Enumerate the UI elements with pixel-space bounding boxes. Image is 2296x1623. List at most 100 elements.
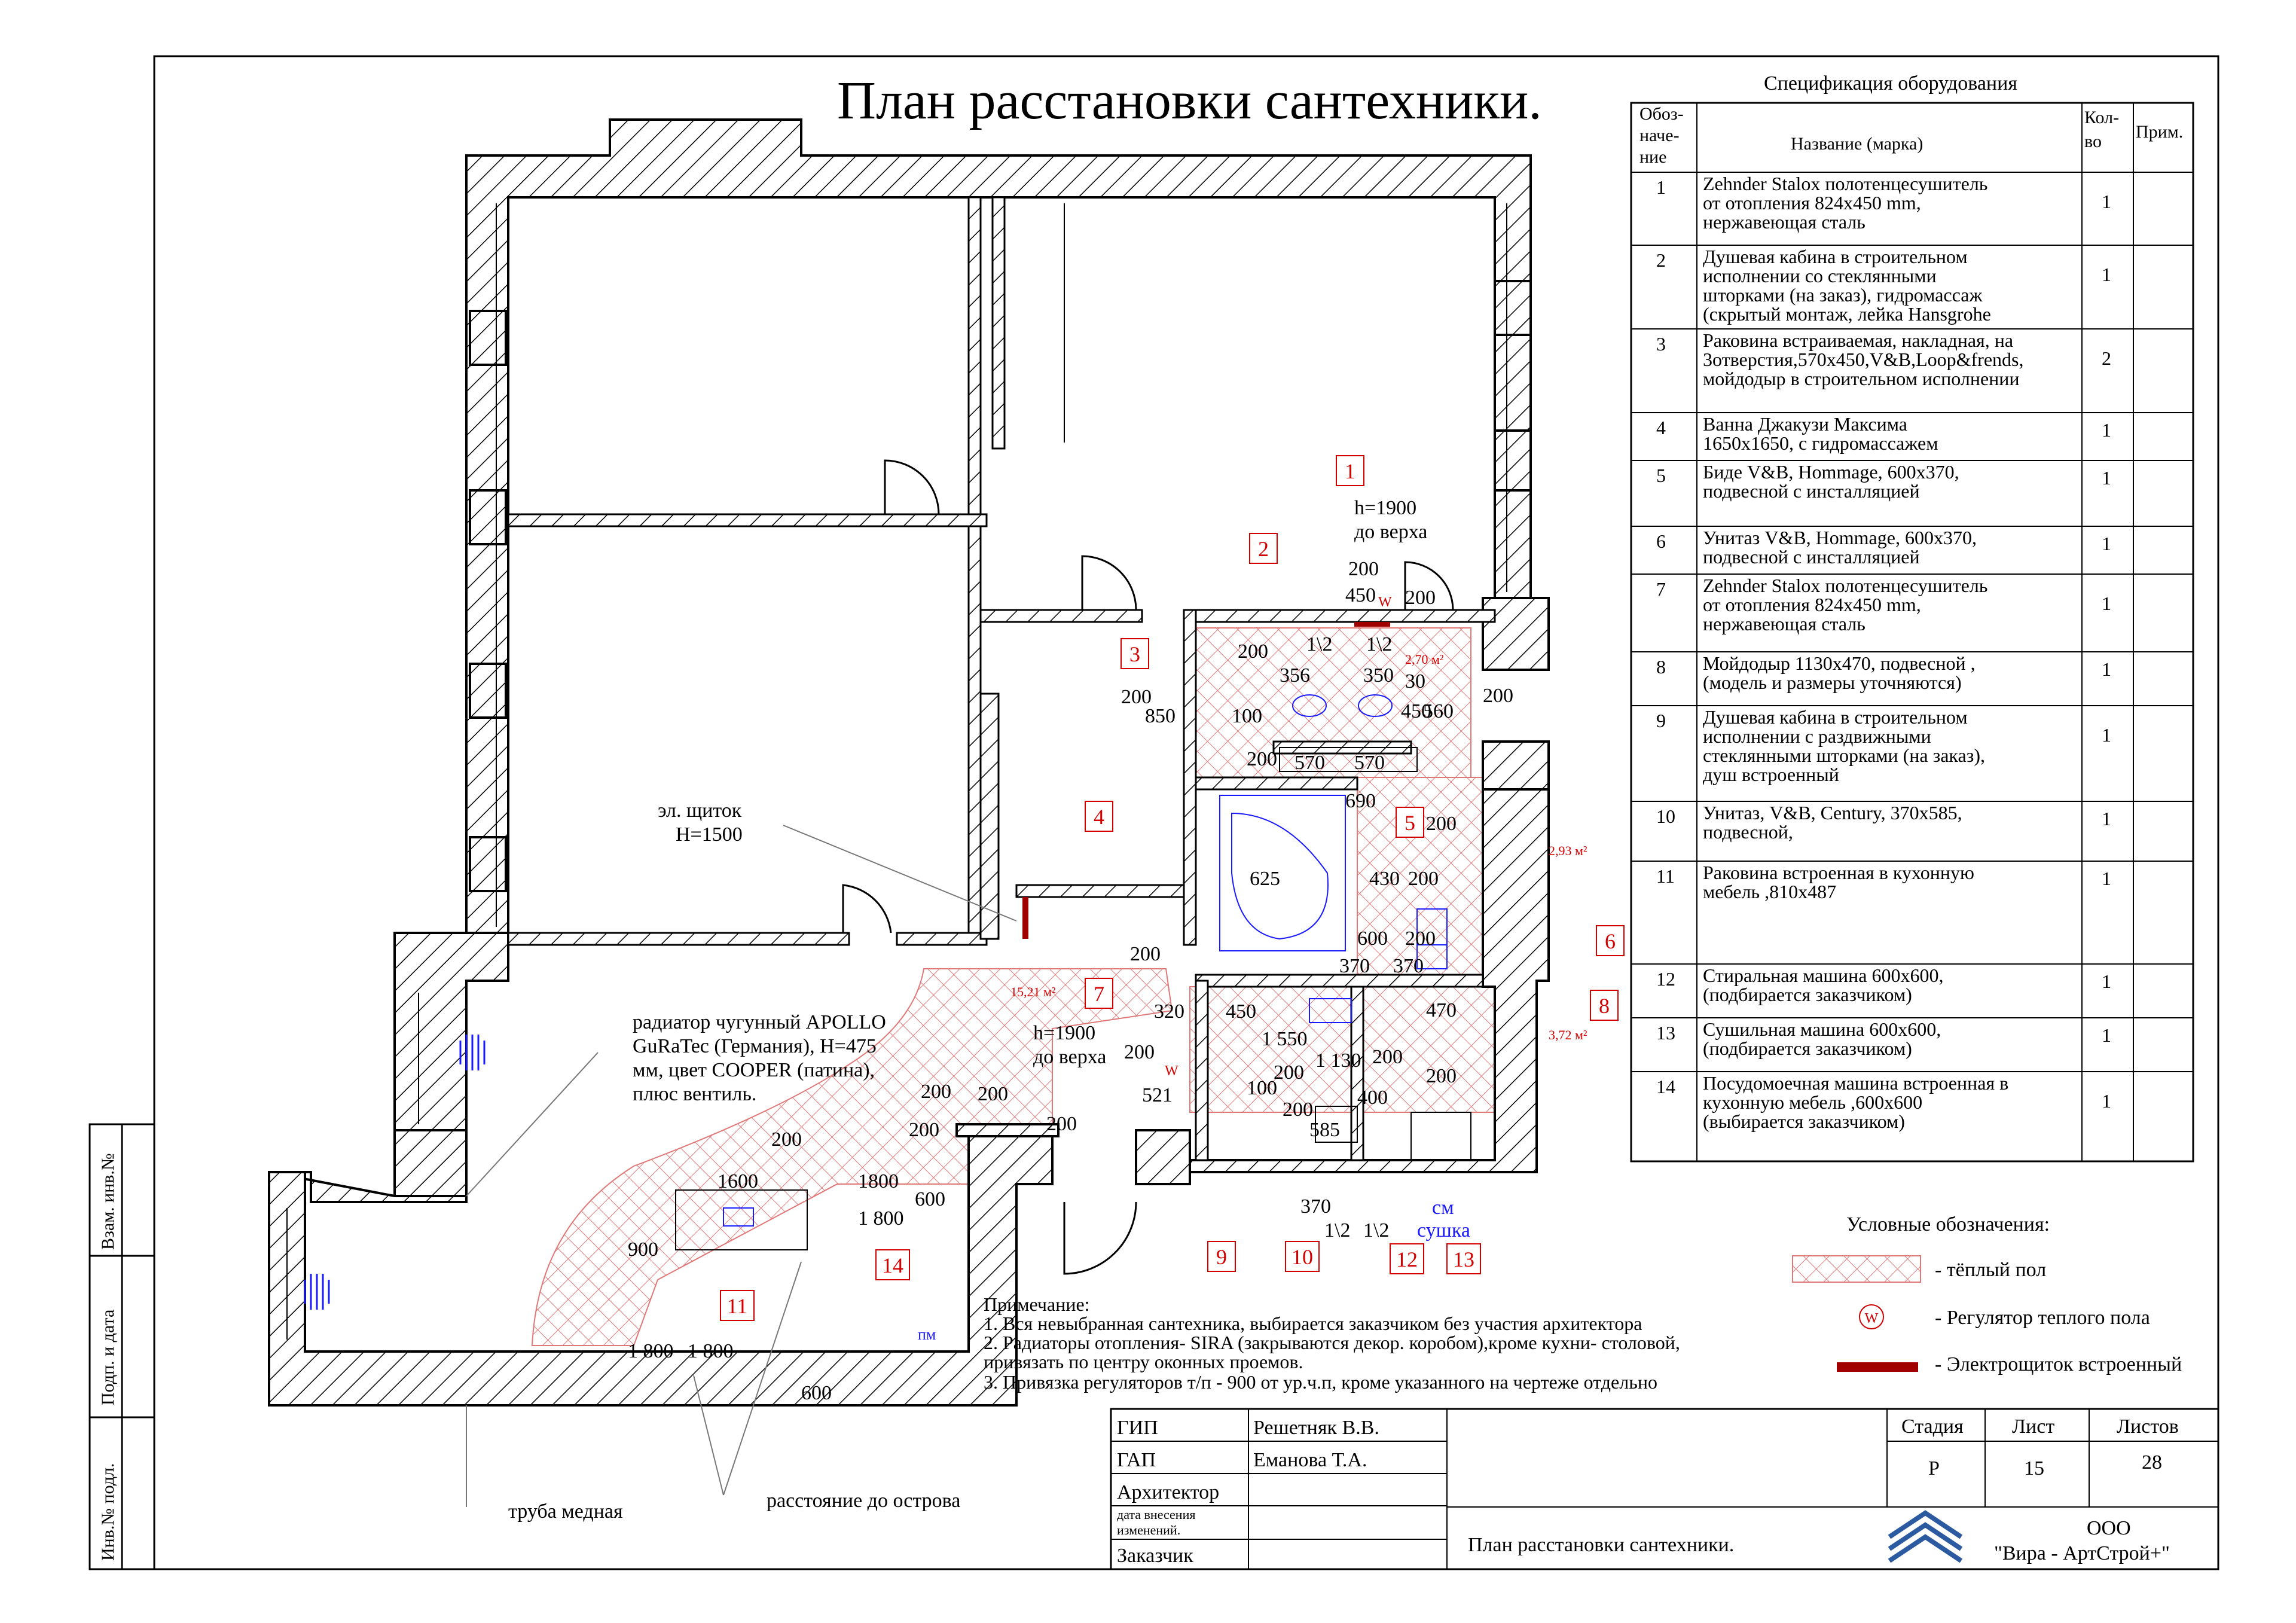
spec-row-name: мебель ,810х487 — [1703, 881, 1836, 902]
svg-text:200: 200 — [1426, 1065, 1457, 1087]
svg-text:200: 200 — [1124, 1041, 1155, 1063]
spec-row-name: Унитаз, V&B, Century, 370х585, — [1703, 802, 1962, 823]
spec-row-qty: 1 — [2102, 658, 2111, 680]
regulator-w-icon — [1859, 1304, 1884, 1329]
spec-row-qty: 1 — [2102, 593, 2111, 614]
svg-text:Н=1500: Н=1500 — [676, 823, 743, 846]
svg-text:Взам. инв.№: Взам. инв.№ — [98, 1153, 118, 1250]
svg-text:"Вира - АртСтрой+": "Вира - АртСтрой+" — [1994, 1542, 2170, 1564]
svg-text:370: 370 — [1393, 955, 1424, 977]
svg-text:470: 470 — [1426, 999, 1457, 1021]
spec-row-name: кухонную мебель ,600х600 — [1703, 1091, 1922, 1113]
svg-text:пм: пм — [918, 1326, 936, 1343]
svg-text:30: 30 — [1405, 670, 1425, 692]
svg-text:Р: Р — [1928, 1457, 1940, 1479]
svg-text:- Электрощиток встроенный: - Электрощиток встроенный — [1935, 1353, 2182, 1375]
spec-row-number: 6 — [1656, 530, 1666, 552]
spec-row-name: нержавеющая сталь — [1703, 613, 1866, 634]
spec-row-name: Раковина встроенная в кухонную — [1703, 862, 1974, 883]
svg-text:GuRaTec (Германия), Н=475: GuRaTec (Германия), Н=475 — [633, 1035, 877, 1057]
spec-row-name: Раковина встраиваемая, накладная, на — [1703, 330, 2013, 351]
svg-text:привязать по центру оконных пр: привязать по центру оконных проемов. — [984, 1351, 1303, 1372]
svg-text:6: 6 — [1605, 929, 1616, 953]
svg-text:W: W — [1378, 594, 1392, 610]
svg-text:1 550: 1 550 — [1262, 1028, 1308, 1050]
svg-text:Кол-: Кол- — [2084, 108, 2119, 127]
spec-row-name: душ встроенный — [1703, 764, 1839, 785]
svg-text:h=1900: h=1900 — [1354, 497, 1416, 519]
svg-text:13: 13 — [1453, 1247, 1474, 1271]
svg-text:200: 200 — [1348, 558, 1379, 580]
fixtures — [675, 694, 1471, 1250]
svg-text:560: 560 — [1423, 700, 1454, 722]
floor-plan: 1 2 3 4 5 6 7 8 9 10 11 12 13 14 2,70 м²… — [268, 118, 1625, 1523]
svg-text:Обоз-: Обоз- — [1639, 104, 1684, 124]
svg-text:8: 8 — [1599, 994, 1610, 1018]
spec-row-name: мойдодыр в строительном исполнении — [1703, 368, 2020, 389]
svg-text:Инв.№ подл.: Инв.№ подл. — [98, 1463, 118, 1561]
svg-text:1800: 1800 — [858, 1170, 899, 1192]
company-logo-icon — [1888, 1510, 1963, 1563]
svg-text:Листов: Листов — [2117, 1415, 2179, 1438]
spec-row-name: Душевая кабина в строительном — [1703, 246, 1968, 267]
svg-text:200: 200 — [1426, 813, 1457, 835]
svg-text:до верха: до верха — [1354, 521, 1427, 543]
svg-text:см: см — [1432, 1197, 1454, 1219]
spec-header: Обоз- наче- ние Название (марка) Кол- во… — [1639, 104, 2183, 167]
svg-text:1\2: 1\2 — [1306, 633, 1332, 655]
svg-text:400: 400 — [1357, 1087, 1388, 1109]
electric-panels — [1022, 622, 1390, 939]
area-labels: 2,70 м² 2,93 м² 15,21 м² 3,72 м² — [1010, 652, 1587, 1042]
svg-text:Лист: Лист — [2012, 1415, 2054, 1438]
spec-row-name: Сушильная машина 600х600, — [1703, 1018, 1941, 1040]
svg-text:850: 850 — [1145, 705, 1176, 727]
spec-row-number: 9 — [1656, 710, 1666, 731]
spec-row-name: (подбирается заказчиком) — [1703, 1038, 1912, 1059]
spec-row-name: стеклянными шторками (на заказ), — [1703, 745, 1985, 766]
doors — [842, 459, 1454, 1275]
svg-text:W: W — [1865, 1311, 1879, 1326]
spec-row-number: 1 — [1656, 176, 1666, 198]
svg-text:430: 430 — [1369, 868, 1400, 890]
spec-row-number: 2 — [1656, 249, 1666, 271]
svg-text:радиатор чугунный APOLLO: радиатор чугунный APOLLO — [633, 1011, 886, 1033]
walls — [268, 118, 1550, 1407]
svg-text:450: 450 — [1226, 1000, 1256, 1023]
svg-text:370: 370 — [1300, 1195, 1331, 1218]
svg-text:200: 200 — [909, 1119, 939, 1141]
svg-text:585: 585 — [1309, 1119, 1340, 1141]
spec-row-name: подвесной, — [1703, 821, 1793, 843]
spec-row-number: 12 — [1656, 968, 1675, 990]
svg-text:изменений.: изменений. — [1117, 1523, 1180, 1537]
svg-text:1600: 1600 — [718, 1170, 758, 1192]
svg-text:Условные обозначения:: Условные обозначения: — [1846, 1213, 2050, 1235]
svg-text:600: 600 — [801, 1382, 832, 1404]
svg-text:625: 625 — [1250, 868, 1280, 890]
spec-row-name: (скрытый монтаж, лейка Hansgrohe — [1703, 303, 1991, 325]
spec-row-number: 3 — [1656, 333, 1666, 355]
svg-text:во: во — [2084, 132, 2102, 151]
spec-row-qty: 1 — [2102, 264, 2111, 285]
spec-caption: Спецификация оборудования — [1764, 72, 2017, 94]
svg-text:450: 450 — [1345, 584, 1376, 606]
svg-text:ГАП: ГАП — [1117, 1449, 1156, 1471]
svg-text:до верха: до верха — [1033, 1046, 1106, 1068]
svg-text:450: 450 — [1401, 700, 1431, 722]
spec-row-name: от отопления 824х450 mm, — [1703, 594, 1921, 615]
dimension-labels: 200 450 200 1\2 1\2 200 356 350 450 30 5… — [628, 558, 1513, 1404]
svg-text:3. Привязка регуляторов т/п -: 3. Привязка регуляторов т/п - 900 от ур.… — [984, 1371, 1657, 1393]
svg-text:h=1900: h=1900 — [1033, 1022, 1095, 1044]
spec-row-qty: 1 — [2102, 724, 2111, 746]
svg-text:200: 200 — [1121, 686, 1152, 708]
svg-text:1\2: 1\2 — [1324, 1219, 1350, 1241]
spec-row-number: 14 — [1656, 1076, 1675, 1097]
svg-text:200: 200 — [978, 1083, 1008, 1105]
kitchen-island — [675, 1189, 808, 1250]
spec-row-name: от отопления 824х450 mm, — [1703, 192, 1921, 213]
svg-text:Примечание:: Примечание: — [984, 1293, 1090, 1315]
svg-text:W: W — [1165, 1063, 1178, 1079]
spec-row-name: (модель и размеры уточняются) — [1703, 672, 1962, 693]
spec-row-name: Стиральная машина 600х600, — [1703, 965, 1943, 986]
